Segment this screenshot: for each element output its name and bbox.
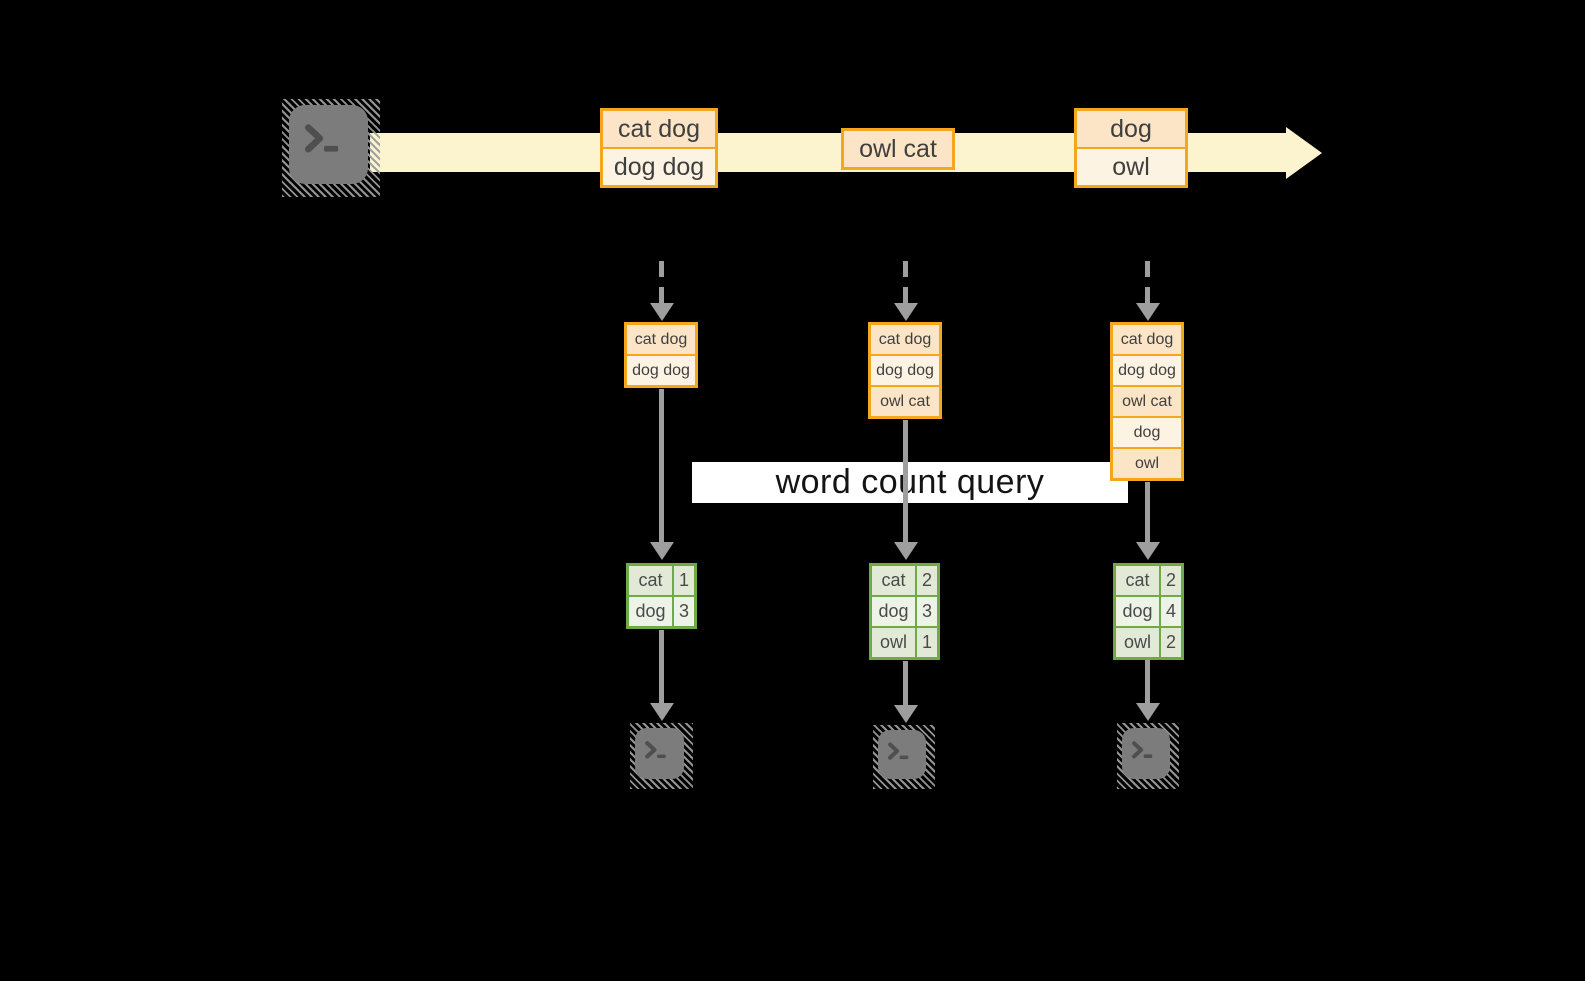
count-value: 3: [917, 597, 937, 626]
record-text: dog dog: [603, 149, 715, 185]
query-label: word count query: [692, 462, 1128, 503]
stream-record-box-2: owl cat: [841, 128, 955, 170]
dashed-arrow-2: [903, 261, 908, 304]
count-value: 2: [917, 566, 937, 595]
state-item: cat dog: [1113, 325, 1181, 354]
terminal-screen: [878, 730, 926, 779]
stream-arrowhead: [1286, 127, 1322, 179]
record-text: owl cat: [844, 131, 952, 167]
query-arrow-3: [1145, 482, 1150, 543]
query-arrow-2: [903, 420, 908, 543]
state-item: dog dog: [871, 356, 939, 385]
dashed-arrow-3: [1145, 261, 1150, 304]
producer-terminal-icon: [282, 99, 380, 197]
state-box-2: cat dog dog dog owl cat: [868, 322, 942, 419]
count-value: 4: [1161, 597, 1181, 626]
state-item: owl cat: [1113, 387, 1181, 416]
stream-record-box-3: dog owl: [1074, 108, 1188, 188]
count-word: cat: [1116, 566, 1159, 595]
query-arrow-1: [659, 389, 664, 543]
count-word: cat: [872, 566, 915, 595]
state-item: dog: [1113, 418, 1181, 447]
output-arrow-3: [1145, 660, 1150, 704]
count-word: dog: [629, 597, 672, 626]
count-word: dog: [872, 597, 915, 626]
state-item: cat dog: [627, 325, 695, 354]
prompt-glyph-icon: [645, 741, 666, 759]
prompt-glyph-icon: [887, 742, 909, 760]
count-value: 1: [917, 628, 937, 657]
dashed-arrow-1: [659, 261, 664, 304]
state-box-3: cat dog dog dog owl cat dog owl: [1110, 322, 1184, 481]
count-value: 3: [674, 597, 694, 626]
consumer-terminal-icon-3: [1117, 723, 1179, 789]
count-word: owl: [1116, 628, 1159, 657]
consumer-terminal-icon-1: [630, 723, 693, 789]
count-value: 2: [1161, 628, 1181, 657]
terminal-screen: [1122, 728, 1170, 779]
output-arrow-2: [903, 661, 908, 706]
count-table-3: cat 2 dog 4 owl 2: [1113, 563, 1184, 660]
state-item: cat dog: [871, 325, 939, 354]
record-text: dog: [1077, 111, 1185, 147]
record-text: cat dog: [603, 111, 715, 147]
state-item: dog dog: [1113, 356, 1181, 385]
terminal-screen: [635, 728, 684, 779]
prompt-glyph-icon: [305, 124, 339, 153]
terminal-screen: [289, 105, 368, 184]
count-table-1: cat 1 dog 3: [626, 563, 697, 629]
count-word: cat: [629, 566, 672, 595]
count-value: 1: [674, 566, 694, 595]
state-item: owl: [1113, 449, 1181, 478]
count-word: dog: [1116, 597, 1159, 626]
state-item: dog dog: [627, 356, 695, 385]
state-item: owl cat: [871, 387, 939, 416]
count-value: 2: [1161, 566, 1181, 595]
record-text: owl: [1077, 149, 1185, 185]
state-box-1: cat dog dog dog: [624, 322, 698, 388]
prompt-glyph-icon: [1131, 741, 1153, 759]
consumer-terminal-icon-2: [873, 725, 935, 789]
stream-record-box-1: cat dog dog dog: [600, 108, 718, 188]
output-arrow-1: [659, 630, 664, 704]
count-word: owl: [872, 628, 915, 657]
count-table-2: cat 2 dog 3 owl 1: [869, 563, 940, 660]
